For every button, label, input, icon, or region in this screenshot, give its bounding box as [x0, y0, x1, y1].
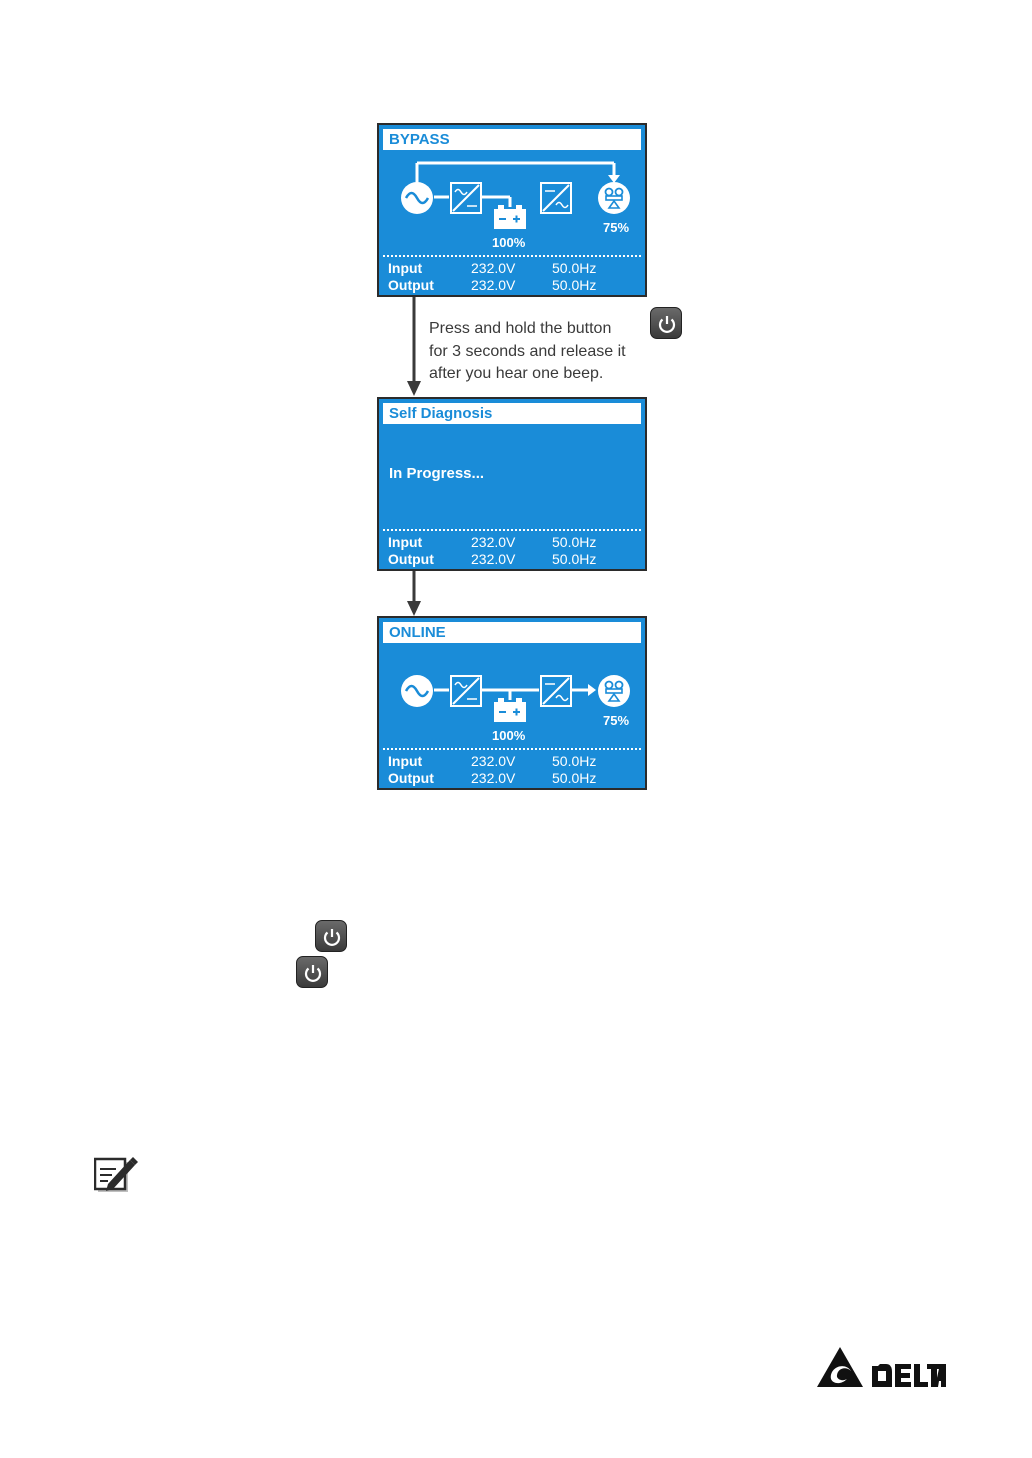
power-button-icon	[296, 956, 328, 988]
output-frequency: 50.0Hz	[552, 551, 596, 568]
inverter-icon	[541, 676, 571, 706]
rectifier-icon	[451, 183, 481, 213]
input-frequency: 50.0Hz	[552, 260, 596, 277]
inverter-icon	[541, 183, 571, 213]
input-row: Input 232.0V 50.0Hz	[379, 753, 645, 770]
ac-source-icon	[401, 675, 433, 707]
load-percent: 75%	[603, 713, 629, 728]
power-button-icon	[650, 307, 682, 339]
diagnosis-status: In Progress...	[389, 465, 484, 482]
output-frequency: 50.0Hz	[552, 770, 596, 787]
flow-arrow-down	[404, 571, 424, 617]
instruction-line-3: after you hear one beep.	[429, 363, 689, 386]
separator	[383, 255, 641, 257]
output-row: Output 232.0V 50.0Hz	[379, 770, 645, 787]
output-label: Output	[388, 551, 434, 568]
input-voltage: 232.0V	[471, 260, 515, 277]
output-row: Output 232.0V 50.0Hz	[379, 277, 645, 294]
input-voltage: 232.0V	[471, 753, 515, 770]
power-icon	[316, 921, 348, 953]
delta-logo	[816, 1344, 948, 1390]
output-voltage: 232.0V	[471, 277, 515, 294]
load-percent: 75%	[603, 220, 629, 235]
load-icon	[598, 675, 630, 707]
input-row: Input 232.0V 50.0Hz	[379, 534, 645, 551]
battery-icon	[494, 205, 526, 229]
input-row: Input 232.0V 50.0Hz	[379, 260, 645, 277]
instruction-line-2: for 3 seconds and release it	[429, 341, 689, 364]
ac-source-icon	[401, 182, 433, 214]
load-icon	[598, 182, 630, 214]
flow-arrow-down	[404, 297, 424, 397]
battery-percent: 100%	[492, 235, 526, 250]
power-icon	[297, 957, 329, 989]
bypass-screen: BYPASS 100%	[377, 123, 647, 297]
input-label: Input	[388, 260, 422, 277]
note-pencil-icon	[94, 1156, 140, 1196]
output-label: Output	[388, 277, 434, 294]
input-frequency: 50.0Hz	[552, 753, 596, 770]
online-screen: ONLINE 100%	[377, 616, 647, 790]
input-label: Input	[388, 753, 422, 770]
separator	[383, 748, 641, 750]
output-frequency: 50.0Hz	[552, 277, 596, 294]
output-voltage: 232.0V	[471, 770, 515, 787]
power-button-icon	[315, 920, 347, 952]
self-diagnosis-screen: Self Diagnosis In Progress... Input 232.…	[377, 397, 647, 571]
output-label: Output	[388, 770, 434, 787]
input-label: Input	[388, 534, 422, 551]
battery-icon	[494, 698, 526, 722]
output-row: Output 232.0V 50.0Hz	[379, 551, 645, 568]
input-frequency: 50.0Hz	[552, 534, 596, 551]
rectifier-icon	[451, 676, 481, 706]
screen-title: Self Diagnosis	[383, 403, 641, 424]
separator	[383, 529, 641, 531]
output-voltage: 232.0V	[471, 551, 515, 568]
power-icon	[651, 308, 683, 340]
battery-percent: 100%	[492, 728, 526, 743]
input-voltage: 232.0V	[471, 534, 515, 551]
